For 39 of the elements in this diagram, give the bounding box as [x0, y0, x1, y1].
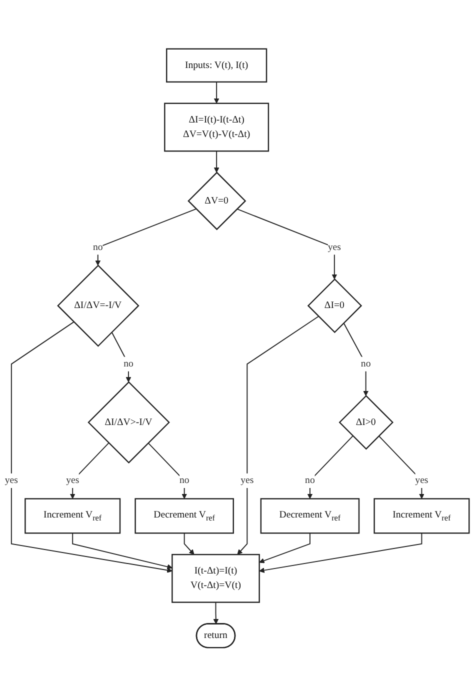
arrow [70, 442, 110, 500]
node-diamond [57, 264, 140, 348]
node-box [164, 103, 270, 152]
node-box [166, 48, 268, 83]
edge-label: yes [415, 475, 428, 486]
node-box [172, 554, 260, 604]
node-box [374, 498, 470, 534]
arrow [343, 322, 369, 396]
node-box [24, 498, 121, 534]
node-diamond [307, 278, 362, 334]
arrow [214, 150, 220, 174]
arrow [307, 436, 354, 500]
node-diamond [188, 172, 246, 230]
edge-label: yes [240, 475, 254, 486]
edge-label: no [179, 475, 190, 486]
edge-label: no [305, 475, 315, 486]
arrow [10, 322, 172, 574]
arrow [214, 82, 220, 104]
edge-label: yes [328, 242, 341, 253]
edge-label: yes [66, 475, 80, 486]
arrow [72, 532, 172, 570]
arrow [259, 532, 310, 564]
arrow [95, 208, 197, 266]
node-diamond [338, 395, 394, 450]
arrow [184, 532, 194, 556]
edge-label: no [124, 358, 134, 370]
node-box [134, 498, 234, 534]
arrow [111, 332, 132, 383]
arrow [236, 208, 338, 280]
edge-label: no [92, 242, 103, 253]
arrow [259, 532, 422, 574]
node-diamond [88, 382, 170, 464]
arrow [213, 602, 219, 625]
node-box [260, 498, 360, 534]
edge-label: no [360, 358, 371, 370]
edge-label: yes [4, 475, 18, 486]
arrow [237, 316, 320, 556]
arrow [148, 442, 188, 500]
arrow [378, 436, 424, 500]
